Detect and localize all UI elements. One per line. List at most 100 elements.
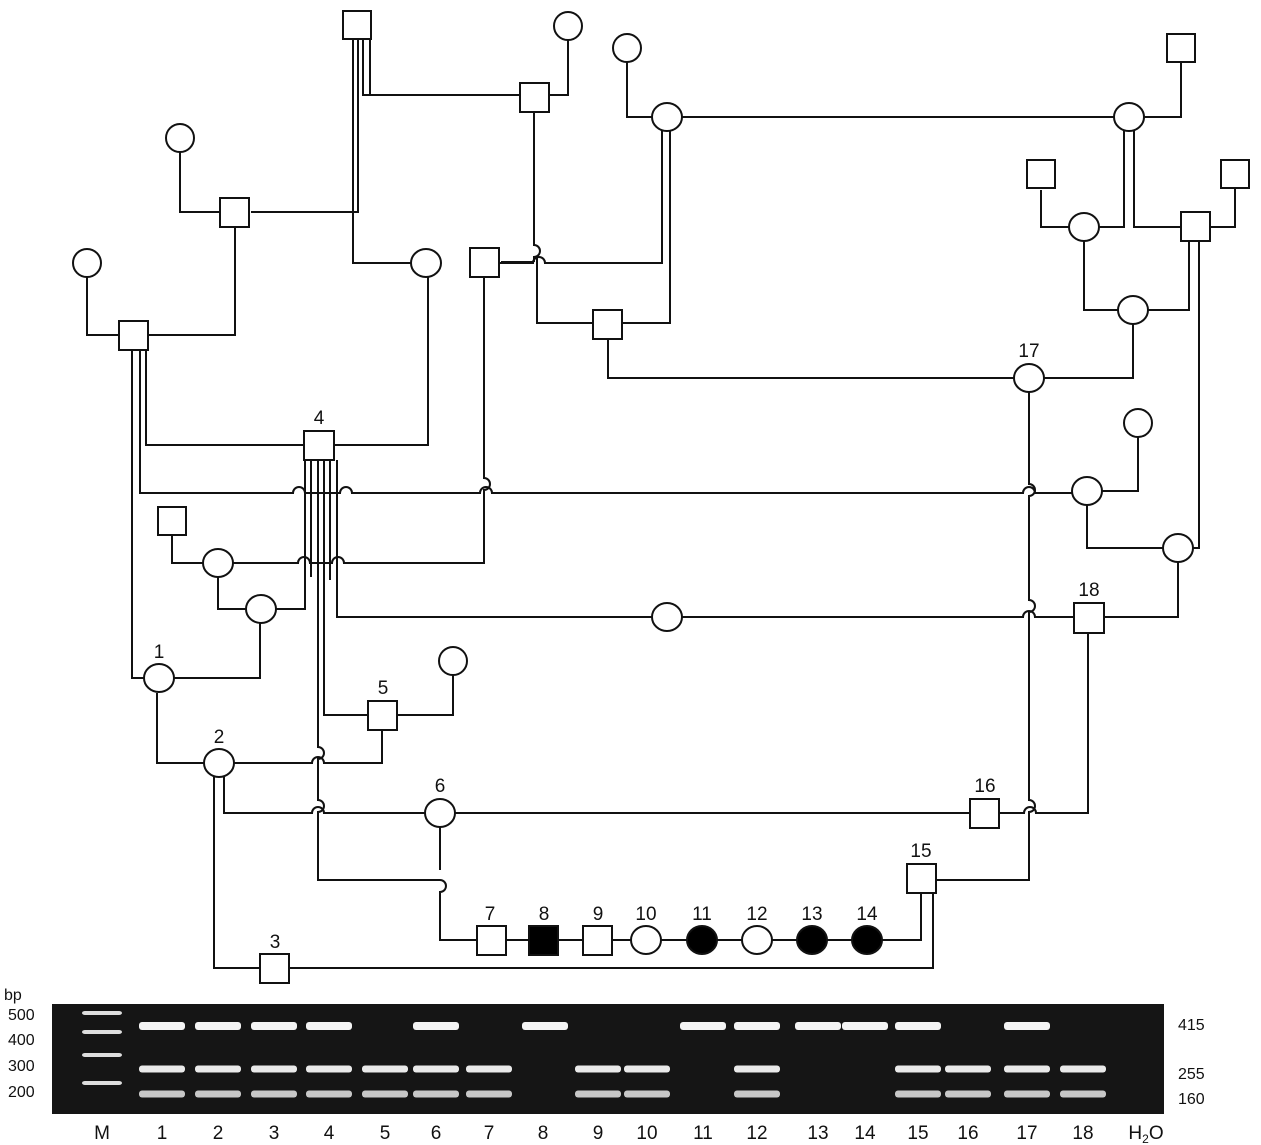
male-symbol <box>593 310 622 339</box>
gel-band-lane-17-255 <box>1004 1066 1050 1073</box>
individual-label-6: 6 <box>435 776 446 797</box>
individual-label-10: 10 <box>635 904 656 925</box>
male-symbol <box>119 321 148 350</box>
gel-band-lane-2-160 <box>195 1091 241 1098</box>
band-size-415: 415 <box>1178 1017 1205 1034</box>
sibling-14-symbol <box>852 926 882 954</box>
sibling-8-symbol <box>529 926 558 955</box>
lane-label-3: 3 <box>269 1123 280 1144</box>
female-symbol <box>1072 477 1102 505</box>
lane-label-16: 16 <box>957 1123 978 1144</box>
individual-label-18: 18 <box>1078 580 1099 601</box>
male-symbol <box>158 507 186 535</box>
male-symbol <box>1221 160 1249 188</box>
lane-label-M: M <box>94 1123 110 1144</box>
ladder-label-300: 300 <box>8 1058 35 1075</box>
gel-band-lane-17-160 <box>1004 1091 1050 1098</box>
sibling-11-symbol <box>687 926 717 954</box>
individual-label-14: 14 <box>856 904 878 925</box>
female-symbol <box>1163 534 1193 562</box>
male-symbol <box>520 83 549 112</box>
female-symbol <box>73 249 101 277</box>
gel-band-lane-14-415 <box>842 1022 888 1030</box>
gel-band-lane-7-160 <box>466 1091 512 1098</box>
female-symbol <box>1014 364 1044 392</box>
female-symbol <box>1118 296 1148 324</box>
pedigree-lines <box>87 38 1235 968</box>
gel-band-lane-4-415 <box>306 1022 352 1030</box>
female-symbol <box>166 124 194 152</box>
gel-band-lane-5-160 <box>362 1091 408 1098</box>
lane-label-15: 15 <box>907 1123 928 1144</box>
male-symbol <box>1027 160 1055 188</box>
gel-band-lane-12-415 <box>734 1022 780 1030</box>
individual-label-3: 3 <box>270 932 281 953</box>
gel-band-lane-18-160 <box>1060 1091 1106 1098</box>
gel-band-lane-1-255 <box>139 1066 185 1073</box>
female-symbol <box>144 664 174 692</box>
male-symbol <box>1074 603 1104 633</box>
female-symbol <box>203 549 233 577</box>
male-symbol <box>470 248 499 277</box>
h2o-h: H <box>1128 1123 1142 1144</box>
lane-labels: M 1 2 3 4 5 6 7 8 9 10 11 12 13 14 15 16… <box>94 1123 1164 1145</box>
gel-band-lane-6-160 <box>413 1091 459 1098</box>
sibling-7-symbol <box>477 926 506 955</box>
lane-label-18: 18 <box>1072 1123 1093 1144</box>
female-symbol <box>425 799 455 827</box>
gel-band-lane-12-160 <box>734 1091 780 1098</box>
female-symbol <box>652 103 682 131</box>
gel-band-lane-11-415 <box>680 1022 726 1030</box>
male-symbol <box>220 198 249 227</box>
individual-label-4: 4 <box>314 408 325 429</box>
individual-label-11: 11 <box>692 904 712 925</box>
female-symbol <box>613 34 641 62</box>
gel-band-lane-3-255 <box>251 1066 297 1073</box>
lane-label-13: 13 <box>807 1123 828 1144</box>
male-symbol <box>343 11 371 39</box>
gel-band-lane-15-160 <box>895 1091 941 1098</box>
gel-band-lane-8-415 <box>522 1022 568 1030</box>
male-symbol <box>368 701 397 730</box>
gel-band-lane-5-255 <box>362 1066 408 1073</box>
male-symbol <box>907 864 936 893</box>
gel-band-lane-10-255 <box>624 1066 670 1073</box>
ladder-label-200: 200 <box>8 1084 35 1101</box>
ladder-label-400: 400 <box>8 1032 35 1049</box>
gel-band-lane-16-160 <box>945 1091 991 1098</box>
individual-label-1: 1 <box>154 642 165 663</box>
gel-band-lane-7-255 <box>466 1066 512 1073</box>
gel-band-lane-18-255 <box>1060 1066 1106 1073</box>
male-symbol <box>1181 212 1210 241</box>
female-symbol <box>204 749 234 777</box>
lane-label-14: 14 <box>854 1123 876 1144</box>
bp-axis-title: bp <box>4 987 22 1004</box>
individual-label-2: 2 <box>214 727 225 748</box>
sibling-10-symbol <box>631 926 661 954</box>
lane-label-9: 9 <box>593 1123 604 1144</box>
individual-label-9: 9 <box>593 904 604 925</box>
individual-label-13: 13 <box>801 904 822 925</box>
gel-band-lane-4-255 <box>306 1066 352 1073</box>
gel-band-lane-9-255 <box>575 1066 621 1073</box>
ladder-band <box>82 1053 122 1057</box>
individual-label-7: 7 <box>485 904 496 925</box>
lane-label-11: 11 <box>693 1123 713 1144</box>
gel-panel <box>52 1004 1164 1114</box>
gel-band-lane-1-415 <box>139 1022 185 1030</box>
individual-label-16: 16 <box>974 776 995 797</box>
gel-band-lane-16-255 <box>945 1066 991 1073</box>
gel-band-lane-1-160 <box>139 1091 185 1098</box>
lane-label-6: 6 <box>431 1123 442 1144</box>
gel-band-lane-3-160 <box>251 1091 297 1098</box>
female-symbol <box>439 647 467 675</box>
individual-label-15: 15 <box>910 841 931 862</box>
pedigree-labels: 1 2 3 4 5 6 7 8 9 10 11 12 13 14 15 16 1… <box>154 341 1100 953</box>
gel-band-lane-2-255 <box>195 1066 241 1073</box>
female-symbol <box>652 603 682 631</box>
male-symbol <box>260 954 289 983</box>
gel-band-lane-15-255 <box>895 1066 941 1073</box>
gel-band-lane-10-160 <box>624 1091 670 1098</box>
male-symbol <box>304 431 334 460</box>
